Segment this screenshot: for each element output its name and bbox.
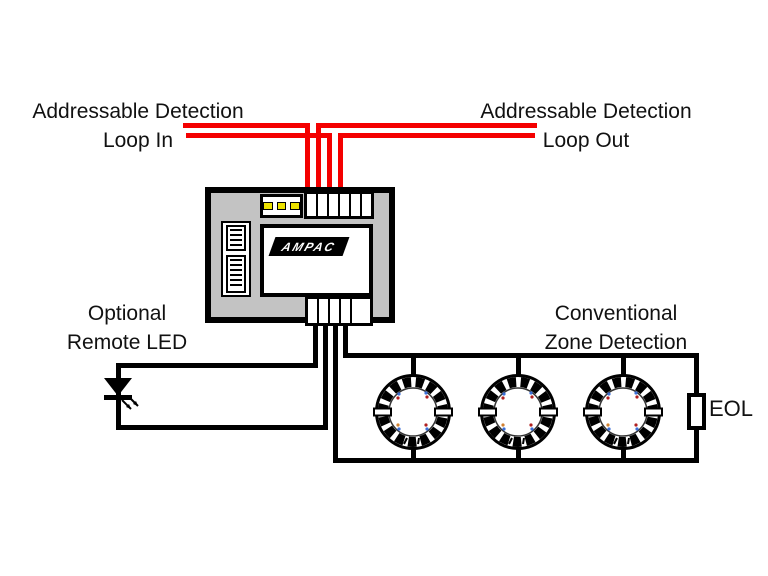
detector-stub-wire [411, 353, 416, 379]
zone-wire-drop-short [343, 318, 348, 358]
terminal-cell [318, 194, 329, 216]
terminal-cell [341, 299, 352, 323]
label-loop-out-line1: Addressable Detection [480, 100, 692, 123]
connector-panel [221, 221, 251, 297]
led-wire-drop [313, 318, 318, 368]
smoke-detector-icon [478, 374, 558, 450]
terminal-cell [308, 299, 319, 323]
label-remote-led-line1: Optional [87, 302, 167, 325]
loop-drop-4 [338, 133, 343, 191]
label-loop-out-line2: Loop Out [542, 129, 630, 152]
indicator-led-icon [276, 202, 287, 210]
loop-out-wire-a [316, 123, 537, 128]
label-loop-out: Addressable Detection Loop Out [458, 97, 714, 155]
led-wire-top [116, 363, 318, 368]
label-loop-in: Addressable Detection Loop In [10, 97, 266, 155]
terminal-cell [307, 194, 318, 216]
led-diode-icon [104, 378, 139, 410]
terminal-cell [351, 194, 362, 216]
loop-in-wire-b [186, 133, 332, 138]
detector-stub-wire [516, 353, 521, 379]
loop-out-wire-b [338, 133, 535, 138]
connector-lower [226, 255, 246, 293]
terminal-cell [329, 194, 340, 216]
label-zone-line2: Zone Detection [544, 331, 688, 354]
terminal-cell [362, 194, 371, 216]
indicator-led-icon [290, 202, 301, 210]
smoke-detector-icon [583, 374, 663, 450]
label-eol: EOL [709, 396, 754, 421]
loop-in-wire-a [183, 123, 310, 128]
terminal-cell [340, 194, 351, 216]
smoke-detector-icon [373, 374, 453, 450]
eol-resistor [687, 393, 706, 430]
connector-pins-icon [230, 259, 242, 289]
zone-top-rail [343, 353, 699, 358]
label-loop-in-line2: Loop In [102, 129, 174, 152]
led-wire-return [323, 318, 328, 430]
zone-terminal-block [305, 296, 373, 326]
eol-wire-bottom [694, 426, 699, 463]
detector-stub-wire [516, 446, 521, 463]
addressable-zone-module: AMPAC [205, 187, 395, 326]
indicator-led-strip [260, 194, 303, 218]
eol-wire-top [694, 353, 699, 397]
brand-logo: AMPAC [268, 237, 350, 256]
label-remote-led-line2: Remote LED [66, 331, 188, 354]
label-zone-detection: Conventional Zone Detection [516, 299, 716, 357]
detector-stub-wire [621, 446, 626, 463]
label-remote-led: Optional Remote LED [27, 299, 227, 357]
detector-stub-wire [411, 446, 416, 463]
label-loop-in-line1: Addressable Detection [32, 100, 244, 123]
indicator-led-icon [263, 202, 273, 210]
loop-drop-2 [316, 123, 321, 191]
loop-terminal-block [304, 191, 374, 219]
zone-wire-drop-long [333, 318, 338, 463]
terminal-cell [330, 299, 341, 323]
connector-pins-icon [230, 229, 242, 247]
led-wire-bottom [116, 425, 328, 430]
module-label-panel: AMPAC [260, 224, 373, 297]
connector-upper [226, 225, 246, 251]
label-zone-line1: Conventional [554, 302, 678, 325]
loop-drop-3 [327, 133, 332, 191]
detector-stub-wire [621, 353, 626, 379]
loop-drop-1 [305, 123, 310, 191]
terminal-blank [352, 299, 370, 323]
terminal-cell [319, 299, 330, 323]
